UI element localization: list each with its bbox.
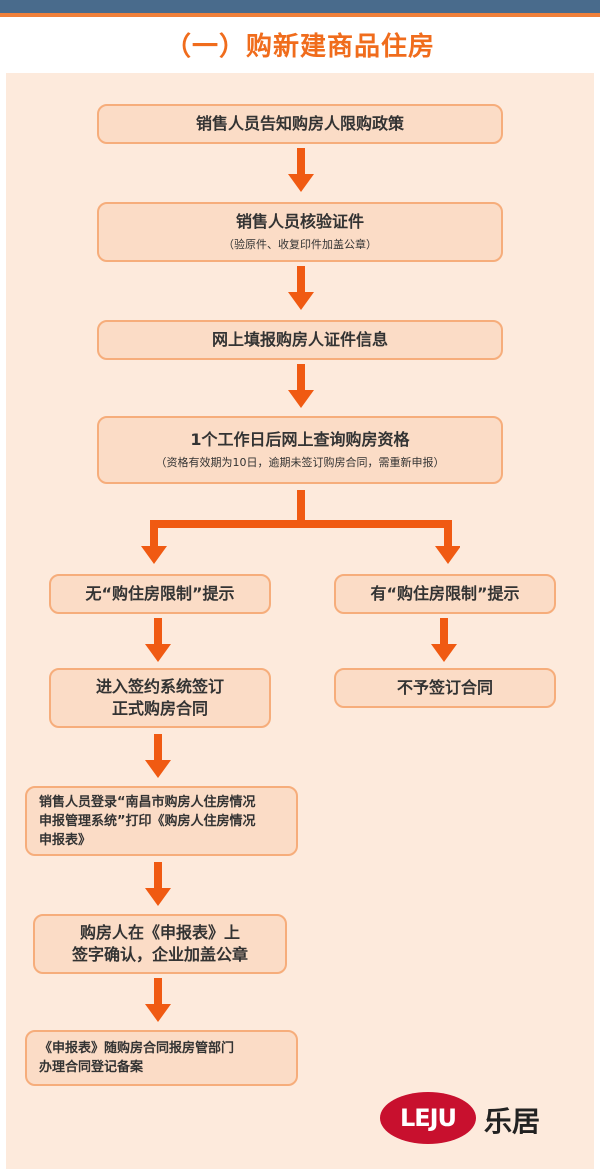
branch-no-restriction-label: 无“购住房限制”提示	[85, 584, 235, 603]
header	[0, 17, 600, 73]
step-sign-contract-line2: 正式购房合同	[111, 699, 208, 718]
step-query-eligibility-note: （资格有效期为10日，逾期未签订购房合同，需重新申报）	[155, 456, 445, 469]
arrow-down-icon	[145, 862, 171, 906]
arrow-down-icon	[145, 618, 171, 662]
step-sign-declaration-line2: 签字确认，企业加盖公章	[71, 945, 248, 964]
branch-has-restriction-label: 有“购住房限制”提示	[370, 584, 520, 603]
step-register-contract-line2: 办理合同登记备案	[39, 1060, 144, 1075]
leju-logo-icon	[380, 1092, 476, 1144]
branch-no-restriction: 无“购住房限制”提示	[49, 574, 271, 614]
arrow-down-icon	[288, 266, 314, 310]
arrow-down-icon	[145, 734, 171, 778]
step-register-contract-line1: 《申报表》随购房合同报房管部门	[39, 1041, 235, 1056]
branch-has-restriction: 有“购住房限制”提示	[334, 574, 556, 614]
step-sign-contract: 进入签约系统签订 正式购房合同	[49, 668, 271, 728]
step-no-contract: 不予签订合同	[334, 668, 556, 708]
top-accent-line	[0, 13, 600, 17]
step-notify-policy-label: 销售人员告知购房人限购政策	[195, 114, 404, 133]
step-verify-documents-note: （验原件、收复印件加盖公章）	[223, 238, 377, 251]
step-query-eligibility-label: 1个工作日后网上查询购房资格	[190, 430, 410, 449]
step-sign-contract-line1: 进入签约系统签订	[95, 677, 224, 696]
step-print-declaration: 销售人员登录“南昌市购房人住房情况 申报管理系统”打印《购房人住房情况 申报表》	[25, 786, 298, 856]
step-no-contract-label: 不予签订合同	[396, 678, 493, 697]
leju-logo-name: 乐居	[484, 1105, 541, 1138]
step-query-eligibility: 1个工作日后网上查询购房资格 （资格有效期为10日，逾期未签订购房合同，需重新申…	[97, 416, 503, 484]
step-register-contract: 《申报表》随购房合同报房管部门 办理合同登记备案	[25, 1030, 298, 1086]
step-print-declaration-line2: 申报管理系统”打印《购房人住房情况	[39, 813, 256, 829]
branch-connector	[141, 490, 460, 564]
step-verify-documents: 销售人员核验证件 （验原件、收复印件加盖公章）	[97, 202, 503, 262]
arrow-down-icon	[288, 148, 314, 192]
step-print-declaration-line1: 销售人员登录“南昌市购房人住房情况	[39, 794, 256, 810]
top-bar	[0, 0, 600, 13]
step-print-declaration-line3: 申报表》	[39, 832, 92, 848]
step-verify-documents-label: 销售人员核验证件	[235, 212, 364, 231]
arrow-down-icon	[431, 618, 457, 662]
arrow-down-icon	[145, 978, 171, 1022]
arrow-down-icon	[288, 364, 314, 408]
step-sign-declaration-line1: 购房人在《申报表》上	[79, 923, 240, 942]
step-online-register: 网上填报购房人证件信息	[97, 320, 503, 360]
step-sign-declaration: 购房人在《申报表》上 签字确认，企业加盖公章	[33, 914, 287, 974]
step-online-register-label: 网上填报购房人证件信息	[211, 330, 388, 349]
page-title: （一）购新建商品住房	[164, 32, 435, 62]
step-notify-policy: 销售人员告知购房人限购政策	[97, 104, 503, 144]
leju-logo-mark: LEJU	[399, 1104, 457, 1132]
